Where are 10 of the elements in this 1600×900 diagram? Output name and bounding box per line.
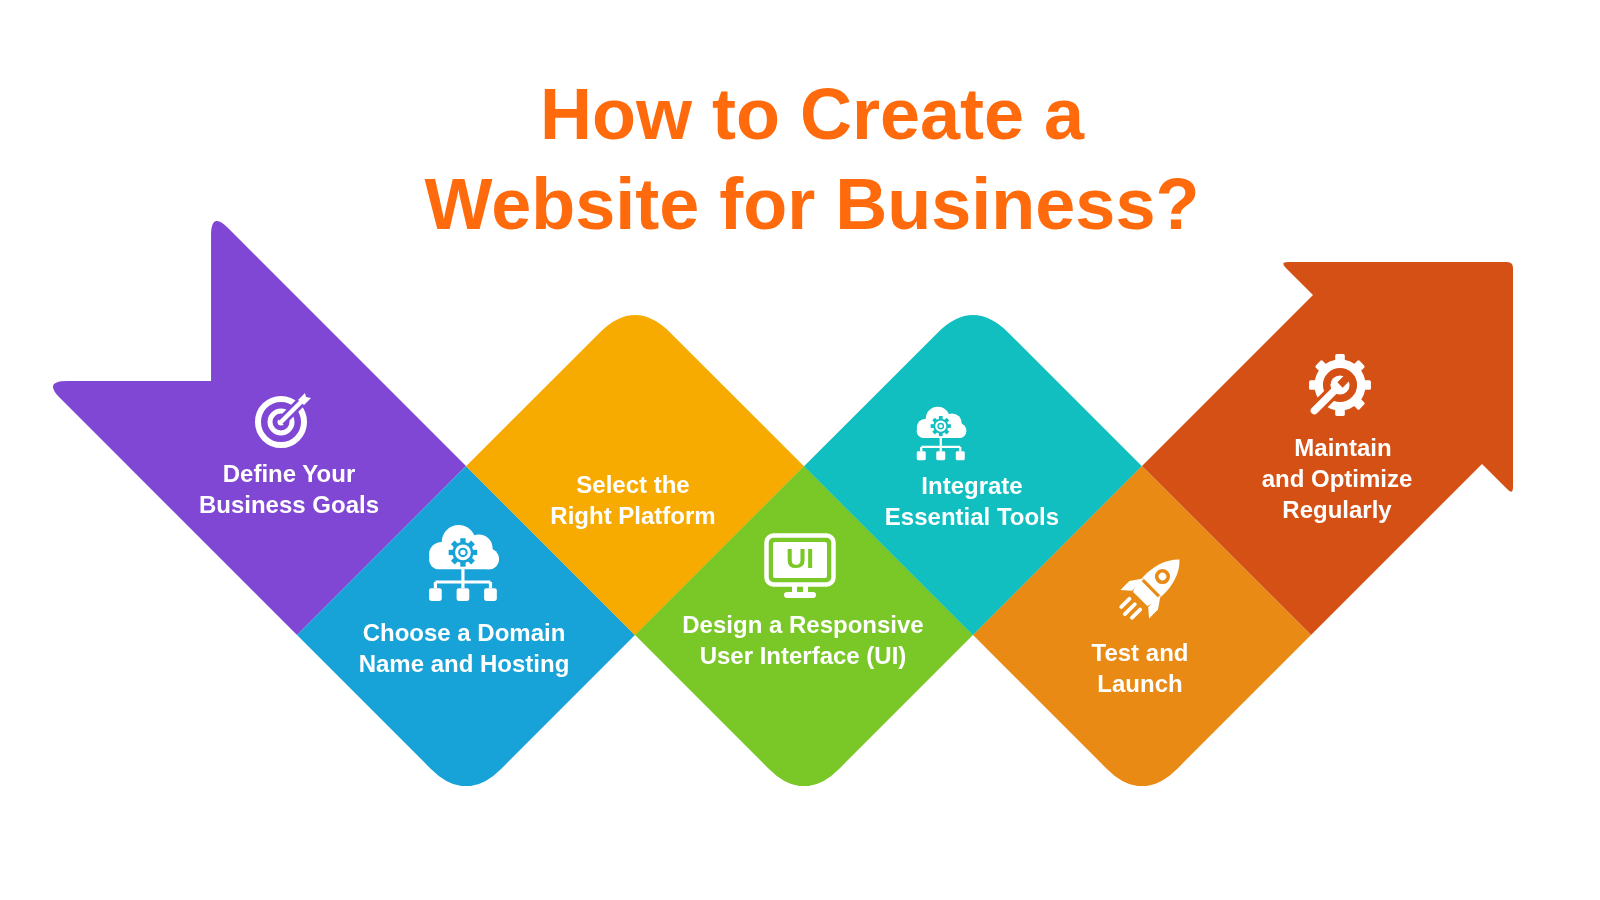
step-label: Choose a Domain Name and Hosting <box>357 618 571 679</box>
title: How to Create a Website for Business? <box>423 73 1201 246</box>
step-label: Select the Right Platform <box>549 470 717 531</box>
step-label: Define Your Business Goals <box>197 459 380 520</box>
arrow-head-segment <box>1142 262 1513 635</box>
screen-text: UI <box>786 545 814 573</box>
step-label: Integrate Essential Tools <box>883 471 1061 532</box>
step-label: Design a Responsive User Interface (UI) <box>681 610 925 671</box>
step-label: Test and Launch <box>1090 638 1190 699</box>
step-label: Maintain and Optimize Regularly <box>1260 432 1414 525</box>
